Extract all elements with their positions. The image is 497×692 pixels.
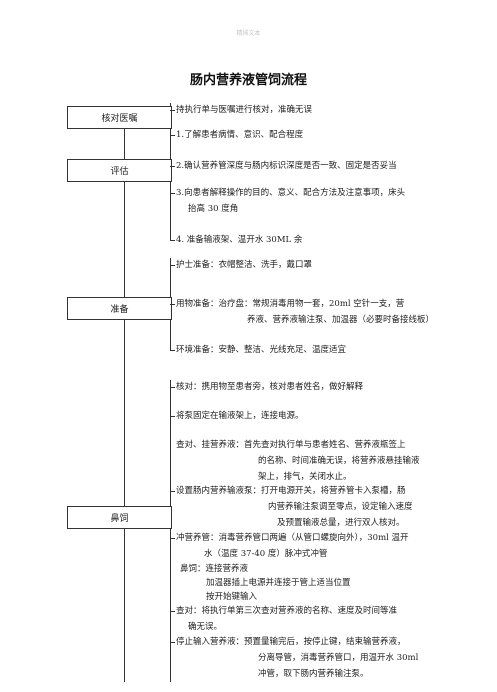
item-text: 查对：将执行单第三次查对营养液的名称、速度及时间等准 <box>176 606 398 616</box>
item-tick <box>170 611 175 612</box>
step-box-assessment: 评估 <box>67 159 172 182</box>
item-text: 4. 准备输液架、温开水 30ML 余 <box>176 235 303 245</box>
item-text-continuation: 冲管，取下肠内营养输注泵。 <box>258 669 369 679</box>
item-text: 设置肠内营养输液泵：打开电源开关，将营养管卡入泵槽，肠 <box>176 486 406 496</box>
item-text: 将泵固定在输液架上，连接电源。 <box>176 411 304 421</box>
item-text: 护士准备：衣帽整洁、洗手，戴口罩 <box>176 260 313 270</box>
item-tick <box>170 135 175 136</box>
item-text: 用物准备：治疗盘：常规消毒用物一套，20ml 空针一支，营 <box>176 299 405 309</box>
item-tick <box>170 265 175 266</box>
item-text-continuation: 抬高 30 度角 <box>188 204 239 214</box>
item-text: 持执行单与医嘱进行核对，准确无误 <box>176 105 313 115</box>
item-tick <box>170 387 175 388</box>
item-tick <box>170 193 175 194</box>
item-tick <box>170 538 175 539</box>
item-text-continuation: 加温器插上电源并连接于管上适当位置 <box>206 578 351 588</box>
item-text-continuation: 按开始键输入 <box>206 592 258 602</box>
item-text-continuation: 养液、营养液输注泵、加温器（必要时备接线板） <box>247 315 435 325</box>
item-tick <box>170 166 175 167</box>
item-text-continuation: 分离导管，消毒营养管口，用温开水 30ml <box>258 653 419 663</box>
flow-backbone <box>124 129 125 682</box>
item-tick <box>170 416 175 417</box>
item-tick <box>170 240 175 241</box>
step-box-verify-order: 核对医嘱 <box>67 106 172 129</box>
item-text-continuation: 水（温度 37-40 度）脉冲式冲管 <box>204 549 328 559</box>
item-text-continuation: 及预置输液总量，进行双人核对。 <box>277 518 405 528</box>
item-tick <box>170 110 175 111</box>
step-box-preparation: 准备 <box>67 297 172 320</box>
item-text-continuation: 的名称、时间准确无误，将营养液悬挂输液 <box>258 456 420 466</box>
item-tick <box>170 642 175 643</box>
item-text: 环境准备：安静、整洁、光线充足、温度适宜 <box>176 345 347 355</box>
item-text-continuation: 内营养输注泵调至零点，设定输入速度 <box>268 502 413 512</box>
item-text-continuation: 架上，排气，关闭水止。 <box>258 472 352 482</box>
item-tick <box>170 491 175 492</box>
bracket-line-assess <box>170 128 171 241</box>
item-tick <box>170 350 175 351</box>
page-title: 肠内营养液管饲流程 <box>189 73 307 88</box>
item-text: 2.确认营养管深度与肠内标识深度是否一致、固定是否妥当 <box>176 161 397 171</box>
step-label-nasal-feeding: 鼻饲 <box>110 514 129 524</box>
item-text: 核对：携用物至患者旁，核对患者姓名，做好解释 <box>176 382 364 392</box>
item-tick <box>170 304 175 305</box>
step-label-assessment: 评估 <box>110 167 129 177</box>
item-text-continuation: 确无误。 <box>188 622 223 632</box>
item-text: 1.了解患者病情、意识、配合程度 <box>176 130 304 140</box>
item-text: 鼻饲：连接营养液 <box>180 564 249 574</box>
bracket-line-feeding <box>170 380 171 682</box>
step-label-preparation: 准备 <box>110 305 129 315</box>
item-text: 3.向患者解释操作的目的、意义、配合方法及注意事项，床头 <box>176 188 406 198</box>
step-box-nasal-feeding: 鼻饲 <box>67 506 172 529</box>
page-watermark: 精排文本 <box>236 30 261 37</box>
step-label-verify-order: 核对医嘱 <box>101 114 138 124</box>
item-text: 冲营养管：消毒营养管口两遍（从管口螺旋向外），30ml 温开 <box>176 533 409 543</box>
item-text: 查对、挂营养液：首先查对执行单与患者姓名、营养液瓶签上 <box>176 440 406 450</box>
item-text: 停止输入营养液：预置量输完后，按停止键，结束输营养液， <box>176 637 406 647</box>
